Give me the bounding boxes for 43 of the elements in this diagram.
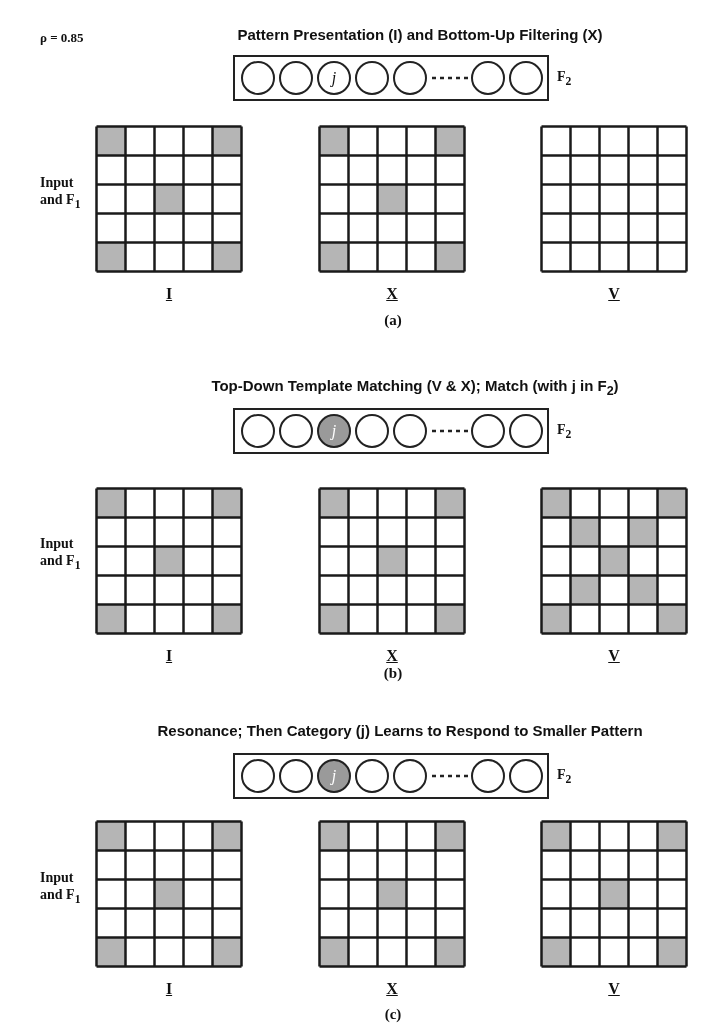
panel-caption: (b) xyxy=(383,665,403,682)
neuron-circle xyxy=(393,61,427,95)
neuron-circle xyxy=(393,414,427,448)
neuron-circle xyxy=(241,61,275,95)
neuron-circle xyxy=(355,414,389,448)
parameter-label: ρ = 0.85 xyxy=(40,30,84,46)
row-label: Input and F$_{1}$ xyxy=(40,870,82,907)
layer-label: F$_{2}$ xyxy=(557,69,572,88)
neuron-circle xyxy=(241,414,275,448)
grid-letter: I xyxy=(165,647,173,665)
row-label: Input and F$_{1}$ xyxy=(40,536,82,573)
panel-title: Pattern Presentation (I) and Bottom-Up Filtering (X) xyxy=(237,26,603,43)
grid-letter: V xyxy=(608,647,620,665)
grid-letter: X xyxy=(386,647,398,665)
grid-letter: X xyxy=(386,980,398,998)
neuron-circle xyxy=(471,759,505,793)
neuron-circle xyxy=(355,759,389,793)
neuron-circle xyxy=(471,61,505,95)
neuron-circle xyxy=(279,61,313,95)
grid-letter: I xyxy=(165,285,173,303)
neuron-circle: j xyxy=(317,759,351,793)
panel-title: Top-Down Template Matching (V & X); Match (with j in F$_{2}$) xyxy=(211,377,619,398)
grid-letter: X xyxy=(386,285,398,303)
neuron-circle xyxy=(509,61,543,95)
grid-letter: V xyxy=(608,980,620,998)
grid-letter: I xyxy=(165,980,173,998)
neuron-circle: j xyxy=(317,414,351,448)
neuron-circle xyxy=(241,759,275,793)
neuron-circle xyxy=(509,414,543,448)
grid-letter: V xyxy=(608,285,620,303)
layer-label: F$_{2}$ xyxy=(557,767,572,786)
neuron-circle xyxy=(279,414,313,448)
layer-label: F$_{2}$ xyxy=(557,422,572,441)
neuron-circle xyxy=(393,759,427,793)
neuron-circle xyxy=(355,61,389,95)
panel-caption: (a) xyxy=(384,312,402,329)
neuron-circle xyxy=(471,414,505,448)
panel-caption: (c) xyxy=(384,1006,402,1023)
neuron-circle xyxy=(509,759,543,793)
neuron-circle: j xyxy=(317,61,351,95)
panel-title: Resonance; Then Category (j) Learns to Respond to Smaller Pattern xyxy=(157,722,643,739)
row-label: Input and F$_{1}$ xyxy=(40,175,82,212)
neuron-circle xyxy=(279,759,313,793)
